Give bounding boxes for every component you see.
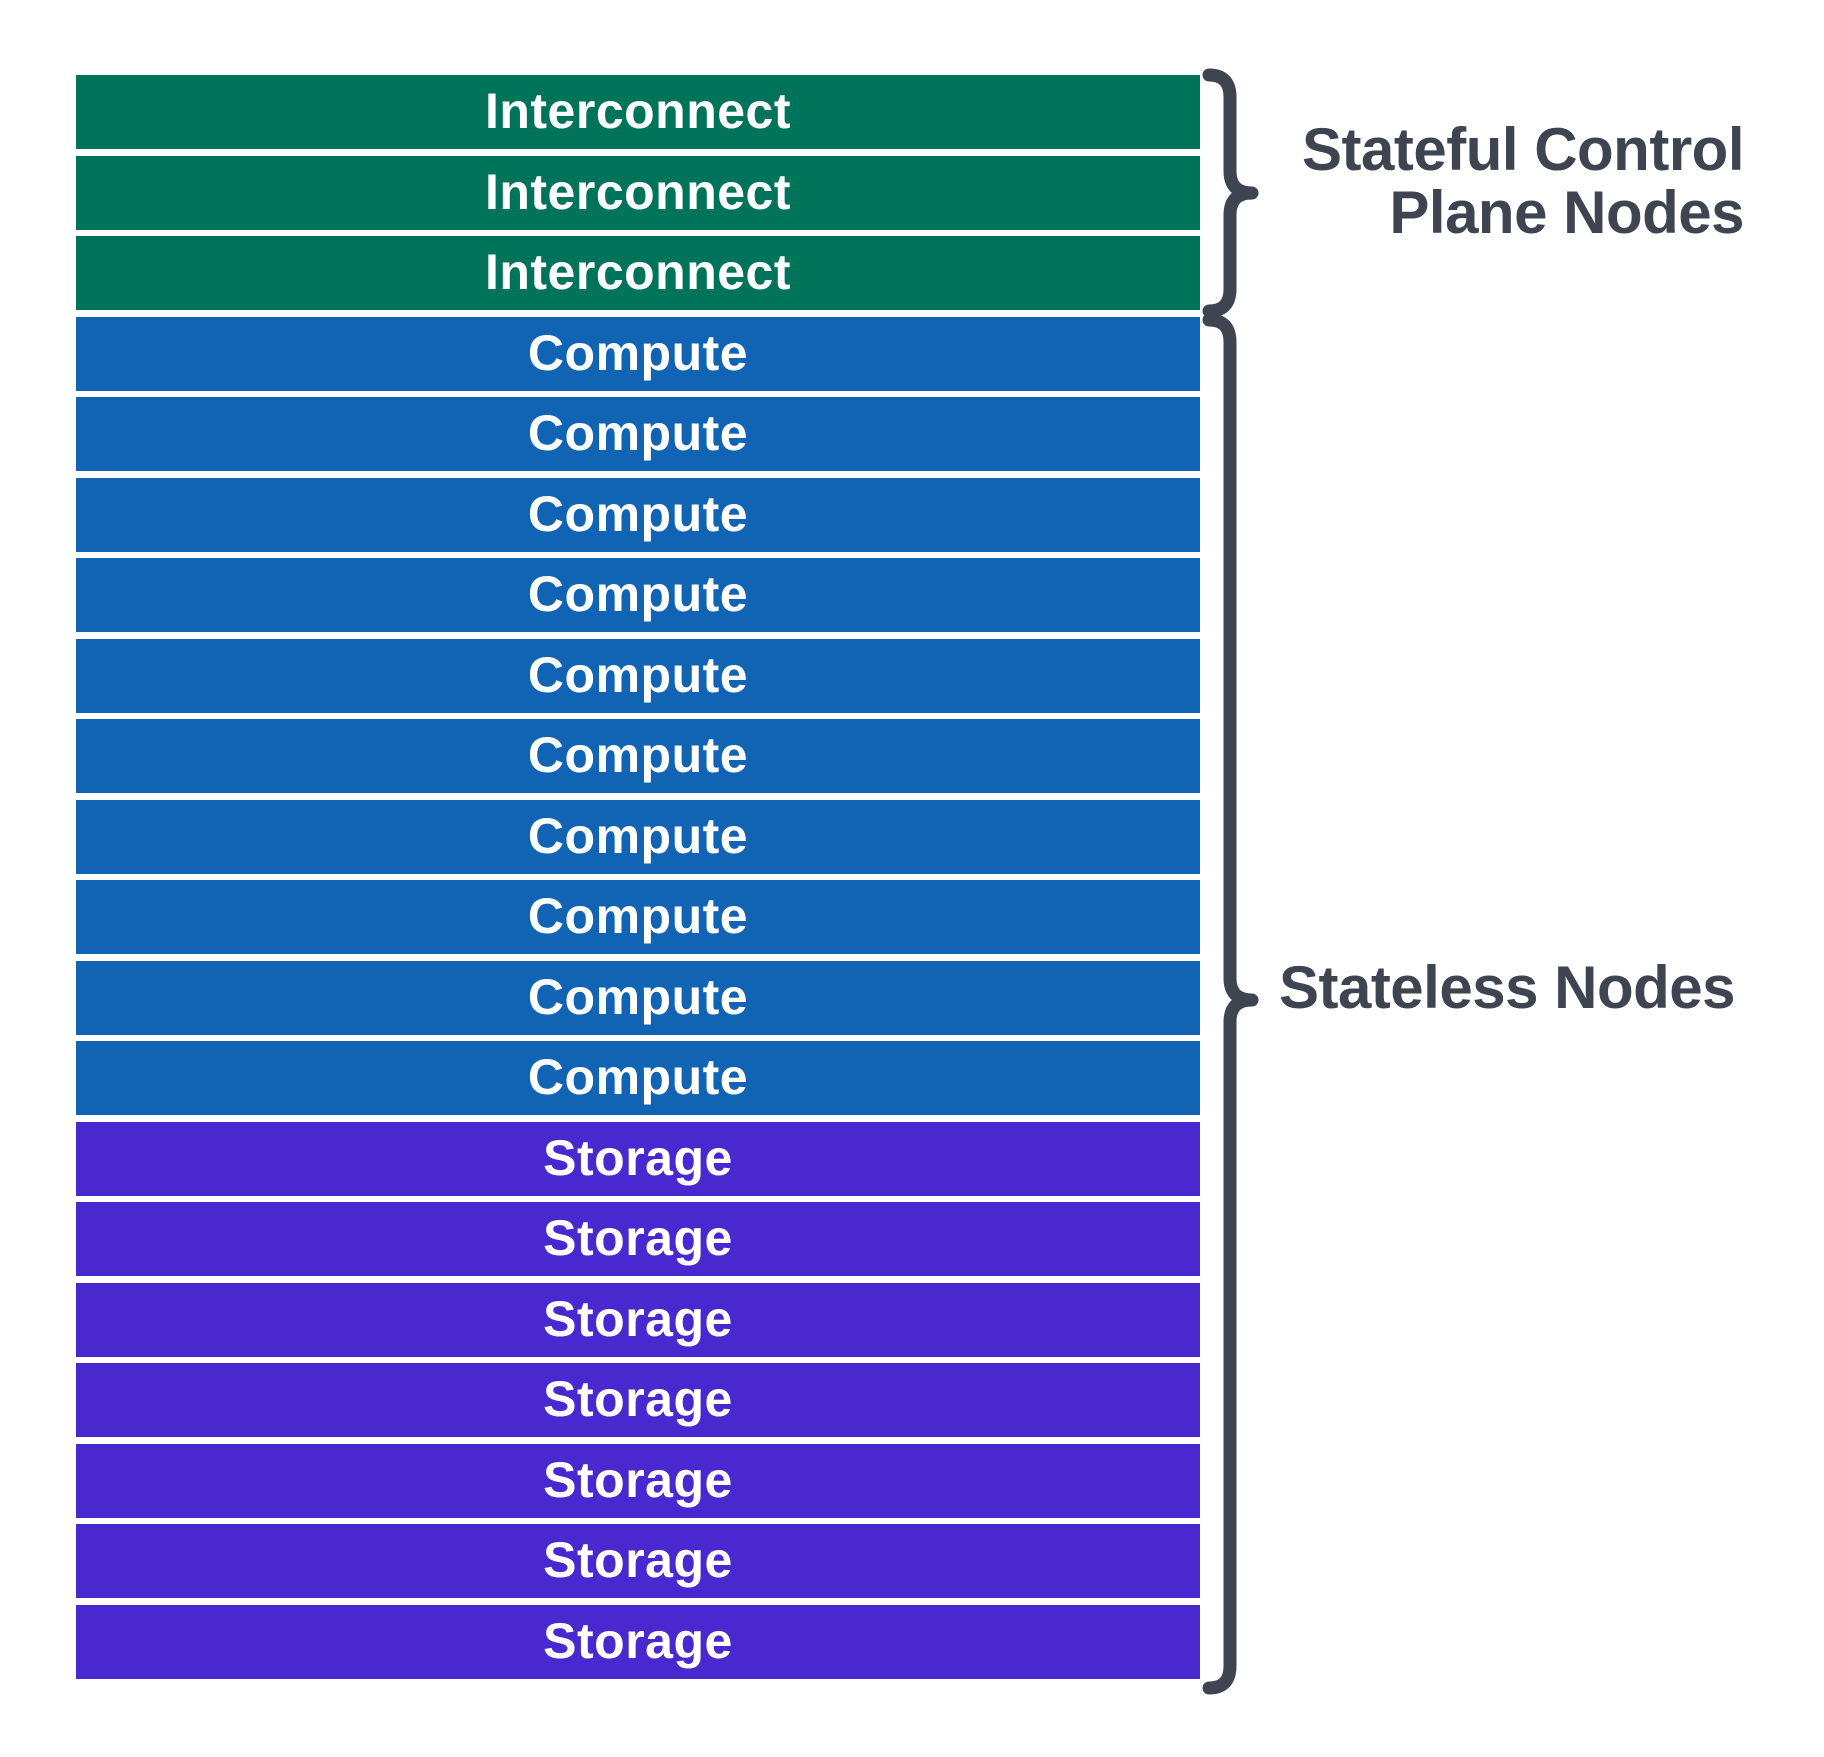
node-bar-label: Storage [543,1290,733,1347]
node-bar-interconnect: Interconnect [76,155,1200,230]
node-bar-compute: Compute [76,960,1200,1035]
node-bar-label: Compute [527,324,749,381]
node-bar-storage: Storage [76,1443,1200,1518]
node-bar-compute: Compute [76,477,1200,552]
stateful-group-label-line1: Stateful Control [1302,116,1744,183]
node-bar-label: Interconnect [484,163,792,220]
stateful-group-label-line2: Plane Nodes [1389,179,1744,246]
node-bar-compute: Compute [76,316,1200,391]
node-bar-storage: Storage [76,1202,1200,1276]
node-bar-compute: Compute [76,880,1200,954]
node-bar-compute: Compute [76,397,1200,471]
node-bar-label: Compute [527,405,749,461]
node-bar-label: Compute [527,888,749,944]
node-bar-label: Storage [543,1210,733,1266]
node-bar-storage: Storage [76,1121,1200,1196]
node-bar-storage: Storage [76,1524,1200,1598]
node-bar-interconnect: Interconnect [76,236,1200,310]
node-bar-label: Storage [543,1129,733,1186]
node-bar-storage: Storage [76,1363,1200,1437]
node-bar-label: Compute [527,727,749,783]
node-bar-interconnect: Interconnect [76,75,1200,149]
node-bar-label: Compute [527,1049,749,1105]
node-bar-storage: Storage [76,1604,1200,1679]
stateful-group-brace [1202,68,1259,318]
node-bar-compute: Compute [76,799,1200,874]
stateful-group-label: Stateful Control Plane Nodes [1302,118,1744,244]
stateless-group-label-line1: Stateless Nodes [1278,954,1736,1021]
node-bar-label: Compute [527,646,749,703]
node-bar-label: Compute [527,807,749,864]
node-bar-compute: Compute [76,1041,1200,1115]
node-bar-label: Storage [543,1532,733,1588]
node-bar-label: Compute [527,566,749,622]
node-bar-label: Storage [543,1612,733,1669]
node-bar-label: Storage [543,1371,733,1427]
stateless-group-brace [1202,313,1259,1695]
node-bar-label: Interconnect [484,244,792,300]
node-bar-compute: Compute [76,638,1200,713]
node-bar-label: Compute [527,968,749,1025]
node-bar-label: Interconnect [484,83,792,139]
node-bar-label: Storage [543,1451,733,1508]
stateless-group-label: Stateless Nodes [1278,954,1736,1021]
node-bar-label: Compute [527,485,749,542]
node-bar-storage: Storage [76,1282,1200,1357]
node-bar-compute: Compute [76,558,1200,632]
node-bar-compute: Compute [76,719,1200,793]
